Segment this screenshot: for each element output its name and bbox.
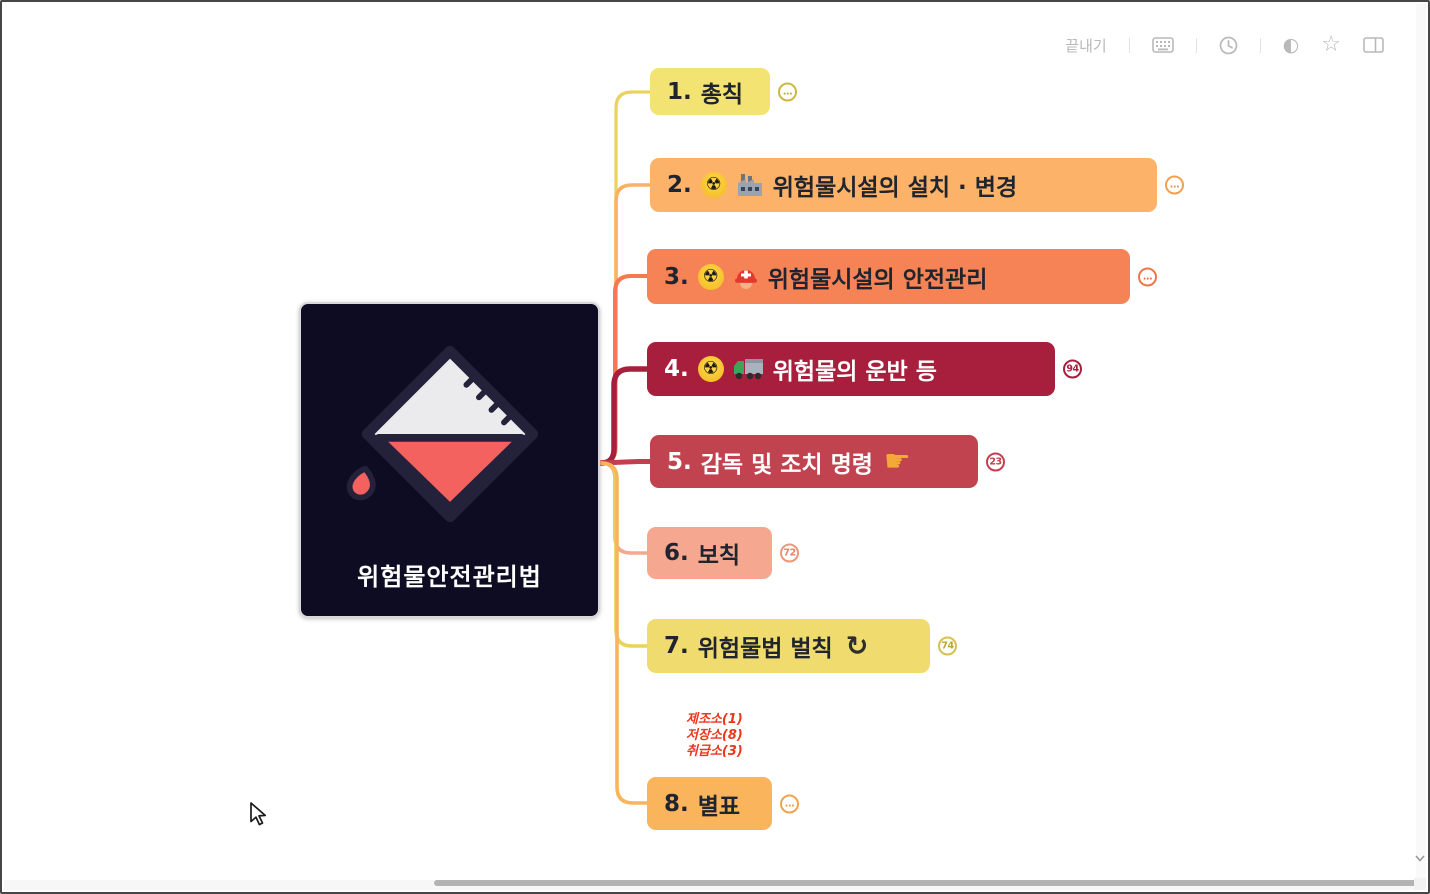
connector-line-5 [598,459,657,466]
node-label: 보칙 [697,543,741,569]
branch-node-2[interactable]: 2. ☢ 위험물시설의 설치 · 변경 … [650,158,1184,212]
collapse-badge[interactable]: … [778,82,797,101]
annotation-line: 저장소(8) [686,728,743,743]
node-label: 위험물시설의 안전관리 [767,266,988,293]
history-icon[interactable] [1219,36,1238,55]
node-number: 8. [664,790,689,817]
repeat-icon: ↻ [845,630,869,662]
node-label: 감독 및 조치 명령 [700,451,873,478]
branch-node-4[interactable]: 4. ☢ 위험물의 운반 등 94 [647,342,1082,396]
count-badge[interactable]: 72 [780,543,799,563]
count-badge[interactable]: 74 [938,636,957,656]
radioactive-icon: ☢ [697,263,724,290]
count-badge[interactable]: 23 [986,452,1005,471]
node-number: 1. [667,78,692,105]
node-number: 7. [664,633,689,659]
horizontal-scrollbar-thumb[interactable] [434,880,1420,886]
connector-line-8 [599,461,651,805]
branch-node-6[interactable]: 6. 보칙 72 [647,527,799,579]
radioactive-icon: ☢ [697,356,724,382]
vertical-scrollbar[interactable] [1416,4,1426,878]
node-label: 총칙 [700,81,744,108]
truck-icon [733,357,764,381]
connector-line-7 [599,461,651,648]
annotation-note[interactable]: 제조소(1) 저장소(8) 취급소(3) [686,712,743,760]
node-number: 5. [667,448,692,475]
connector-line-6 [599,461,651,555]
branch-node-1[interactable]: 1. 총칙 … [650,68,797,115]
collapse-badge[interactable]: … [1138,267,1157,286]
node-label: 위험물시설의 설치 · 변경 [772,175,1018,201]
flask-pouring-icon [344,310,556,557]
radioactive-icon: ☢ [700,172,727,198]
rescue-helmet-icon [733,264,759,290]
toolbar: 끝내기 ◐ ☆ [1065,34,1384,56]
central-topic[interactable]: 위험물안전관리법 [299,302,600,618]
chevron-down-icon[interactable] [1415,847,1425,866]
connector-line-4 [598,366,652,466]
factory-icon [736,173,764,198]
collapse-badge[interactable]: … [780,794,799,813]
point-right-icon: ☛ [883,444,911,479]
scrollbar-corner [1414,878,1426,890]
star-icon[interactable]: ☆ [1321,32,1341,57]
node-number: 2. [667,172,692,198]
collapse-badge[interactable]: … [1165,175,1184,195]
node-number: 4. [664,356,689,382]
branch-node-8[interactable]: 8. 별표 … [647,777,799,830]
toolbar-divider [1195,37,1197,53]
layout-icon[interactable] [1363,37,1384,53]
central-topic-title: 위험물안전관리법 [357,563,542,591]
horizontal-scrollbar[interactable] [4,880,1420,890]
node-label: 별표 [697,793,741,820]
connector-line-3 [599,274,651,465]
mouse-cursor [248,802,270,831]
connector-line-1 [599,90,654,465]
annotation-line: 취급소(3) [686,744,743,759]
count-badge[interactable]: 94 [1063,359,1082,379]
toolbar-divider [1259,37,1261,53]
annotation-line: 제조소(1) [686,712,743,727]
toolbar-divider [1128,37,1130,53]
connector-line-2 [599,183,654,465]
finish-button[interactable]: 끝내기 [1065,36,1107,55]
contrast-icon[interactable]: ◐ [1282,33,1300,56]
keyboard-icon[interactable] [1151,37,1174,53]
branch-node-7[interactable]: 7. 위험물법 벌칙 ↻ 74 [647,619,957,673]
node-label: 위험물법 벌칙 [697,636,833,662]
node-number: 6. [664,540,689,566]
branch-node-5[interactable]: 5. 감독 및 조치 명령 ☛ 23 [650,435,1005,488]
node-label: 위험물의 운반 등 [772,359,937,385]
node-number: 3. [664,263,689,290]
branch-node-3[interactable]: 3. ☢ 위험물시설의 안전관리 … [647,249,1157,304]
